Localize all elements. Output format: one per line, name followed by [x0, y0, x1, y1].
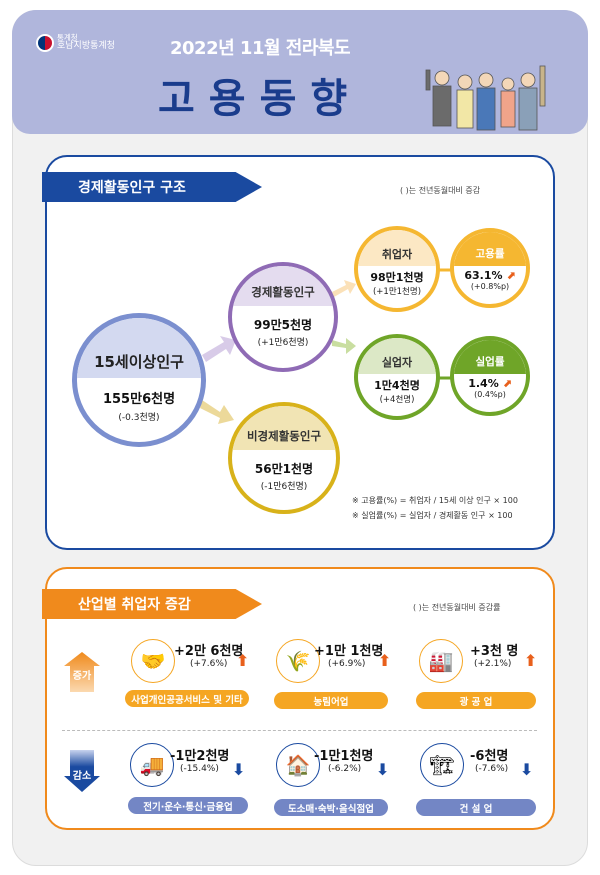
truck-icon: 🚚 — [130, 743, 174, 787]
industry-construction: 건 설 업 — [416, 799, 536, 816]
active-value: 99만5천명 — [253, 318, 313, 332]
increase-pct-mining: (+2.1%) — [474, 659, 512, 669]
section1-note: ( )는 전년동월대비 증감 — [400, 186, 481, 195]
population-value: 155만6천명 — [102, 392, 176, 407]
increase-label: 증가 — [72, 670, 92, 682]
active-population-circle: 경제활동인구 99만5천명 (+1만6천명) — [228, 262, 338, 372]
employed-change: (+1만1천명) — [372, 287, 422, 297]
handshake-icon: 🤝 — [131, 639, 175, 683]
employed-circle: 취업자 98만1천명 (+1만1천명) — [354, 226, 440, 312]
farmer-icon: 🌾 — [276, 639, 320, 683]
unemployed-label: 실업자 — [358, 338, 436, 374]
population-change: (-0.3천명) — [118, 413, 160, 423]
unemployment-rate-circle: 실업률 1.4% ⬈ (0.4%p) — [450, 336, 530, 416]
decrease-arrow-icon — [64, 750, 100, 792]
unemployed-change: (+4천명) — [379, 395, 415, 405]
industry-retail: 도소매·숙박·음식점업 — [274, 799, 388, 816]
employment-rate-change: (+0.8%p) — [470, 282, 510, 291]
industry-mining: 광 공 업 — [416, 692, 536, 709]
factory-icon: 🏭 — [419, 639, 463, 683]
workers-illustration-icon — [425, 65, 546, 131]
down-arrow-icon: ⬇ — [376, 760, 390, 779]
increase-value-mining: +3천 명 — [470, 644, 519, 659]
employment-rate-circle: 고용률 63.1% ⬈ (+0.8%p) — [450, 228, 530, 308]
decrease-value-retail: -1만1천명 — [314, 749, 374, 764]
section2-header: 산업별 취업자 증감 — [42, 589, 532, 619]
population-circle: 15세이상인구 155만6천명 (-0.3천명) — [72, 313, 206, 447]
industry-agriculture: 농림어업 — [274, 692, 388, 709]
employment-rate-value: 63.1% — [464, 269, 503, 282]
employed-value: 98만1천명 — [370, 271, 424, 284]
section-divider — [62, 730, 537, 731]
increase-pct-agriculture: (+6.9%) — [328, 659, 366, 669]
org-line1: 통계청 — [57, 33, 78, 42]
taegeuk-icon — [36, 34, 54, 53]
up-arrow-icon: ⬆ — [524, 651, 538, 670]
inactive-change: (-1만6천명) — [260, 482, 308, 492]
decrease-value-transport: -1만2천명 — [170, 749, 230, 764]
decrease-label: 감소 — [72, 770, 92, 782]
section2-note: ( )는 전년동월대비 증감률 — [413, 603, 501, 612]
crane-icon: 🏗 — [420, 743, 464, 787]
unemployed-circle: 실업자 1만4천명 (+4천명) — [354, 334, 440, 420]
formula-employment-rate: ※ 고용률(%) = 취업자 / 15세 이상 인구 × 100 — [352, 496, 518, 505]
down-arrow-icon: ⬇ — [232, 760, 246, 779]
formula-unemployment-rate: ※ 실업률(%) = 실업자 / 경제활동 인구 × 100 — [352, 511, 513, 520]
unemployed-value: 1만4천명 — [374, 379, 420, 392]
employment-rate-label: 고용률 — [454, 232, 526, 266]
active-change: (+1만6천명) — [257, 338, 309, 348]
up-arrow-icon: ⬆ — [378, 651, 392, 670]
section1-header: 경제활동인구 구조 — [42, 172, 532, 202]
industry-service: 사업개인공공서비스 및 기타 — [125, 690, 249, 707]
decrease-pct-retail: (-6.2%) — [328, 764, 362, 774]
unemployment-rate-value: 1.4% — [468, 377, 499, 390]
increase-arrow-icon — [64, 652, 100, 692]
increase-pct-service: (+7.6%) — [190, 659, 228, 669]
decrease-value-construction: -6천명 — [470, 749, 509, 764]
house-icon: 🏠 — [276, 743, 320, 787]
decrease-pct-construction: (-7.6%) — [475, 764, 509, 774]
down-arrow-icon: ⬇ — [520, 760, 534, 779]
industry-transport: 전기·운수·통신·금융업 — [128, 797, 248, 814]
increase-value-service: +2만 6천명 — [174, 644, 244, 659]
page-title: 고용동향 — [158, 76, 362, 122]
org-line2: 호남지방통계청 — [57, 41, 115, 52]
inactive-value: 56만1천명 — [254, 462, 314, 476]
inactive-population-circle: 비경제활동인구 56만1천명 (-1만6천명) — [228, 402, 340, 514]
section2-title: 산업별 취업자 증감 — [42, 589, 262, 619]
up-arrow-icon: ⬈ — [506, 269, 516, 282]
org-logo: 통계청 호남지방통계청 — [36, 33, 115, 53]
increase-value-agriculture: +1만 1천명 — [314, 644, 384, 659]
unemployment-rate-change: (0.4%p) — [474, 390, 506, 399]
up-arrow-icon: ⬈ — [502, 377, 512, 390]
decrease-pct-transport: (-15.4%) — [180, 764, 219, 774]
employed-label: 취업자 — [358, 230, 436, 266]
unemployment-rate-label: 실업률 — [454, 340, 526, 374]
section1-title: 경제활동인구 구조 — [42, 172, 262, 202]
page-subtitle: 2022년 11월 전라북도 — [170, 38, 351, 59]
up-arrow-icon: ⬆ — [236, 651, 250, 670]
